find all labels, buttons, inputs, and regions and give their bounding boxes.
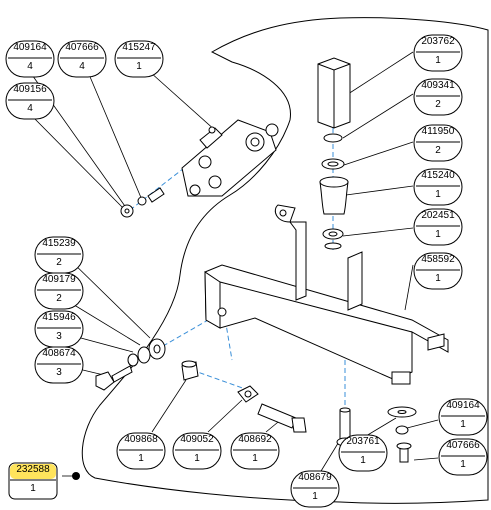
callout-quantity: 4 [27,103,33,114]
left-fastener-stack [95,338,166,391]
callout-415240: 415240 1 [413,168,463,206]
callout-part-number: 409164 [13,42,47,53]
callout-part-number: 409052 [180,434,214,445]
callout-409341: 409341 2 [413,78,463,116]
callout-part-number: 409179 [42,274,76,285]
callout-part-number: 408674 [42,348,76,359]
callout-202451: 202451 1 [413,208,463,246]
callout-quantity: 1 [138,453,144,464]
callout-quantity: 3 [56,331,62,342]
callout-part-number: 203762 [421,36,455,47]
callout-part-number: 408679 [298,472,332,483]
callout-quantity: 1 [252,453,258,464]
callout-quantity: 1 [435,189,441,200]
bottom-right-hardware [336,406,417,463]
callout-408692: 408692 1 [230,432,280,470]
callout-part-number: 415247 [122,42,156,53]
middle-hardware [181,360,307,433]
callout-409868: 409868 1 [116,432,166,470]
callout-quantity: 1 [435,55,441,66]
callout-409052: 409052 1 [172,432,222,470]
callout-409156: 409156 4 [5,82,55,120]
callout-409179: 409179 2 [34,272,84,310]
callout-quantity: 1 [435,273,441,284]
callout-quantity: 1 [30,483,36,494]
callout-408679: 408679 1 [290,470,340,508]
callout-quantity: 4 [27,61,33,72]
callout-409164-a: 409164 4 [5,40,55,78]
mounting-plate [181,119,279,197]
callout-anchor-dot [72,472,80,480]
top-left-fasteners [120,187,165,218]
callout-415239: 415239 2 [34,236,84,274]
callout-232588: 232588 1 [8,462,58,500]
assembly-boundary [81,17,489,504]
callout-part-number: 409868 [124,434,158,445]
callout-quantity: 4 [79,61,85,72]
callout-408674: 408674 3 [34,346,84,384]
callout-part-number: 407666 [65,42,99,53]
callout-409164-b: 409164 1 [438,398,488,436]
callout-quantity: 1 [312,491,318,502]
callout-quantity: 1 [360,455,366,466]
callout-411950: 411950 2 [413,124,463,162]
callout-quantity: 1 [460,459,466,470]
callout-quantity: 2 [435,145,441,156]
callout-part-number: 411950 [421,126,455,137]
callout-part-number: 232588 [16,464,50,475]
callout-quantity: 1 [435,229,441,240]
callout-part-number: 409341 [421,80,455,91]
callout-part-number: 415240 [421,170,455,181]
callout-458592: 458592 1 [413,252,463,290]
callout-quantity: 3 [56,367,62,378]
frame-bracket [204,204,449,385]
callout-part-number: 409164 [446,400,480,411]
callout-part-number: 407666 [446,440,480,451]
callout-part-number: 409156 [13,84,47,95]
callout-quantity: 2 [435,99,441,110]
callout-203761: 203761 1 [338,434,388,472]
callout-part-number: 202451 [421,210,455,221]
leader-lines [29,51,439,477]
right-stack [317,57,351,250]
callout-quantity: 1 [194,453,200,464]
callout-part-number: 458592 [421,254,455,265]
callout-quantity: 1 [460,419,466,430]
callout-415247: 415247 1 [114,40,164,78]
callout-quantity: 1 [136,61,142,72]
callout-part-number: 408692 [238,434,272,445]
callout-part-number: 203761 [346,436,380,447]
callout-407666-a: 407666 4 [57,40,107,78]
callout-203762: 203762 1 [413,34,463,72]
callout-415946: 415946 3 [34,310,84,348]
callout-quantity: 2 [56,257,62,268]
callout-part-number: 415239 [42,238,76,249]
callout-quantity: 2 [56,293,62,304]
callout-part-number: 415946 [42,312,76,323]
callout-407666-b: 407666 1 [438,438,488,476]
